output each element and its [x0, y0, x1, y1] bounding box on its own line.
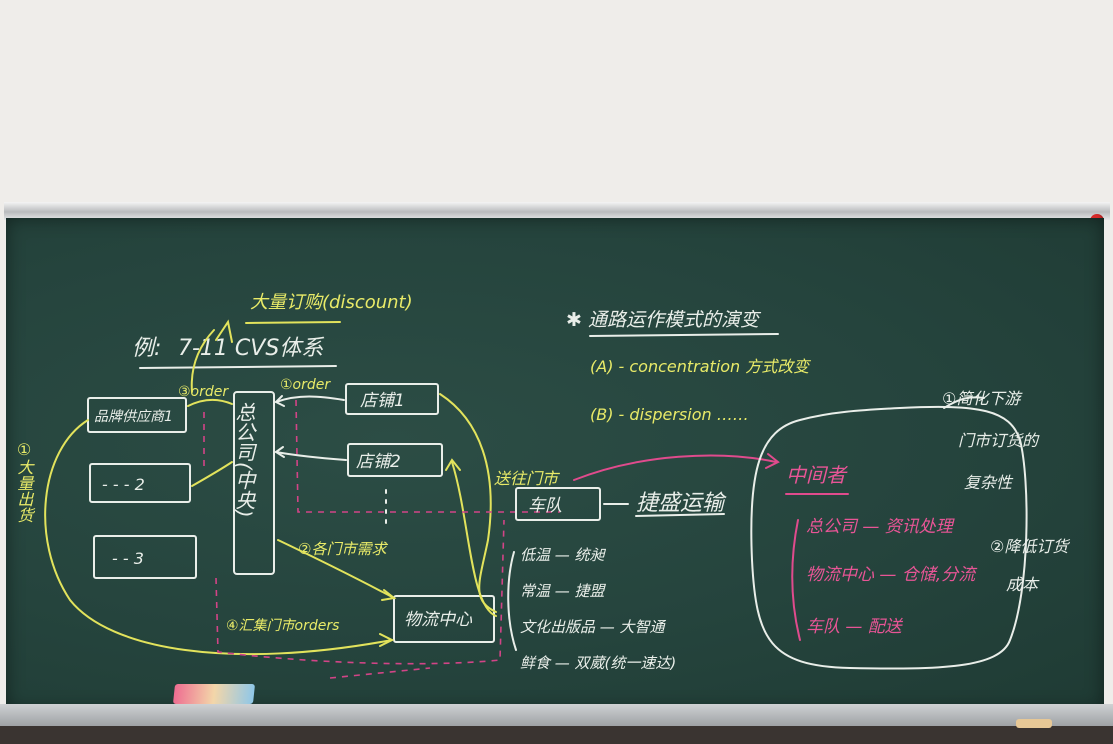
- arrowhead: [381, 589, 397, 601]
- discount-arrow: [190, 329, 215, 393]
- roles-brace: [791, 519, 801, 641]
- chalk-tray: [0, 704, 1113, 726]
- classroom-wall: [0, 0, 1113, 210]
- supplier-order-label: ③order: [178, 384, 229, 400]
- benefit-line-1: ①简化下游: [942, 389, 1023, 408]
- store-label-2: 店铺2: [356, 452, 401, 472]
- chalk-piece: [1016, 719, 1052, 728]
- hq-label: 总公司(中央): [232, 402, 256, 518]
- logistics-center-box: [393, 595, 495, 643]
- express-label: 捷盛运输: [636, 491, 727, 516]
- arrowhead: [445, 458, 461, 471]
- intermediary-enclosure: [750, 405, 1028, 670]
- intermediary-arrow: [573, 454, 777, 481]
- store-label-1: 店铺1: [360, 391, 405, 411]
- board-top-rail: [4, 202, 1110, 220]
- hq-box: [233, 391, 275, 575]
- fleet-label: 车队: [528, 496, 562, 516]
- modes-heading: ✱ 通路运作模式的演变: [566, 309, 762, 331]
- role-line-1: 总公司 — 资讯处理: [806, 517, 955, 537]
- supplier-box-1: [87, 397, 187, 433]
- dashed-boundary-bottom: [329, 667, 431, 679]
- logistics-to-store2-arrow: [451, 461, 497, 617]
- example-prefix: 例:: [132, 336, 161, 361]
- diagram-title: 7-11 CVS体系: [178, 336, 325, 361]
- logistics-center-label: 物流中心: [404, 610, 473, 630]
- bulk-shipping-note: ①大量出货: [15, 440, 34, 523]
- supplier-box-2: [89, 463, 191, 503]
- mode-a: (A) - concentration 方式改变: [590, 357, 811, 376]
- arrowhead: [215, 319, 233, 343]
- intermediary-label: 中间者: [786, 463, 848, 487]
- arrowhead: [765, 453, 780, 469]
- temp-line-1: 低温 — 统昶: [520, 546, 607, 564]
- temp-line-4: 鲜食 — 双葳(统一速达): [520, 654, 676, 672]
- express-underline: [635, 513, 725, 517]
- floor-strip: [0, 726, 1113, 744]
- dashed-boundary-lower: [215, 519, 505, 665]
- benefit-arrow: [943, 396, 985, 409]
- store-orders-note: ④汇集门市orders: [226, 618, 339, 634]
- benefit-line-4: ②降低订货: [990, 537, 1070, 556]
- arrowhead: [379, 633, 395, 647]
- arrowhead: [274, 446, 285, 458]
- supplier-box-3: [93, 535, 197, 579]
- mode-b: (B) - dispersion ……: [590, 405, 749, 424]
- store1-to-logistics-arrow: [439, 393, 497, 613]
- temp-line-2: 常温 — 捷盟: [520, 582, 607, 600]
- temps-brace: [507, 551, 517, 651]
- heading-underline: [589, 333, 779, 337]
- supplier-label-3: - - 3: [112, 549, 144, 568]
- fleet-box: [515, 487, 601, 521]
- role-line-2: 物流中心 — 仓储,分流: [806, 565, 978, 585]
- hq-order-label: ①order: [280, 377, 331, 393]
- store-demand-note: ②各门市需求: [298, 540, 388, 558]
- hq-to-supplier2-arrow: [191, 461, 233, 487]
- arrowhead: [274, 395, 285, 407]
- supplier-label-2: - - - 2: [102, 475, 145, 494]
- benefit-line-3: 复杂性: [964, 473, 1014, 492]
- store1-to-hq-arrow: [275, 395, 345, 403]
- discount-note: 大量订购(discount): [250, 292, 413, 313]
- bulk-shipping-arrow: [44, 419, 393, 656]
- benefit-line-2: 门市订货的: [958, 431, 1040, 450]
- dashed-boundary-upper: [203, 399, 560, 513]
- temp-line-3: 文化出版品 — 大智通: [520, 618, 667, 636]
- role-line-3: 车队 — 配送: [806, 617, 904, 637]
- hq-to-supplier-order-arrow: [187, 398, 233, 407]
- demand-arrow: [277, 539, 395, 599]
- store-box-1: [345, 383, 439, 415]
- store-box-2: [347, 443, 443, 477]
- store2-to-hq-arrow: [275, 451, 347, 461]
- benefit-line-5: 成本: [1006, 575, 1040, 594]
- discount-underline: [245, 321, 341, 324]
- delivery-label: 送往门市: [494, 469, 560, 488]
- title-underline: [139, 365, 337, 369]
- supplier-label-1: 品牌供应商1: [94, 409, 173, 425]
